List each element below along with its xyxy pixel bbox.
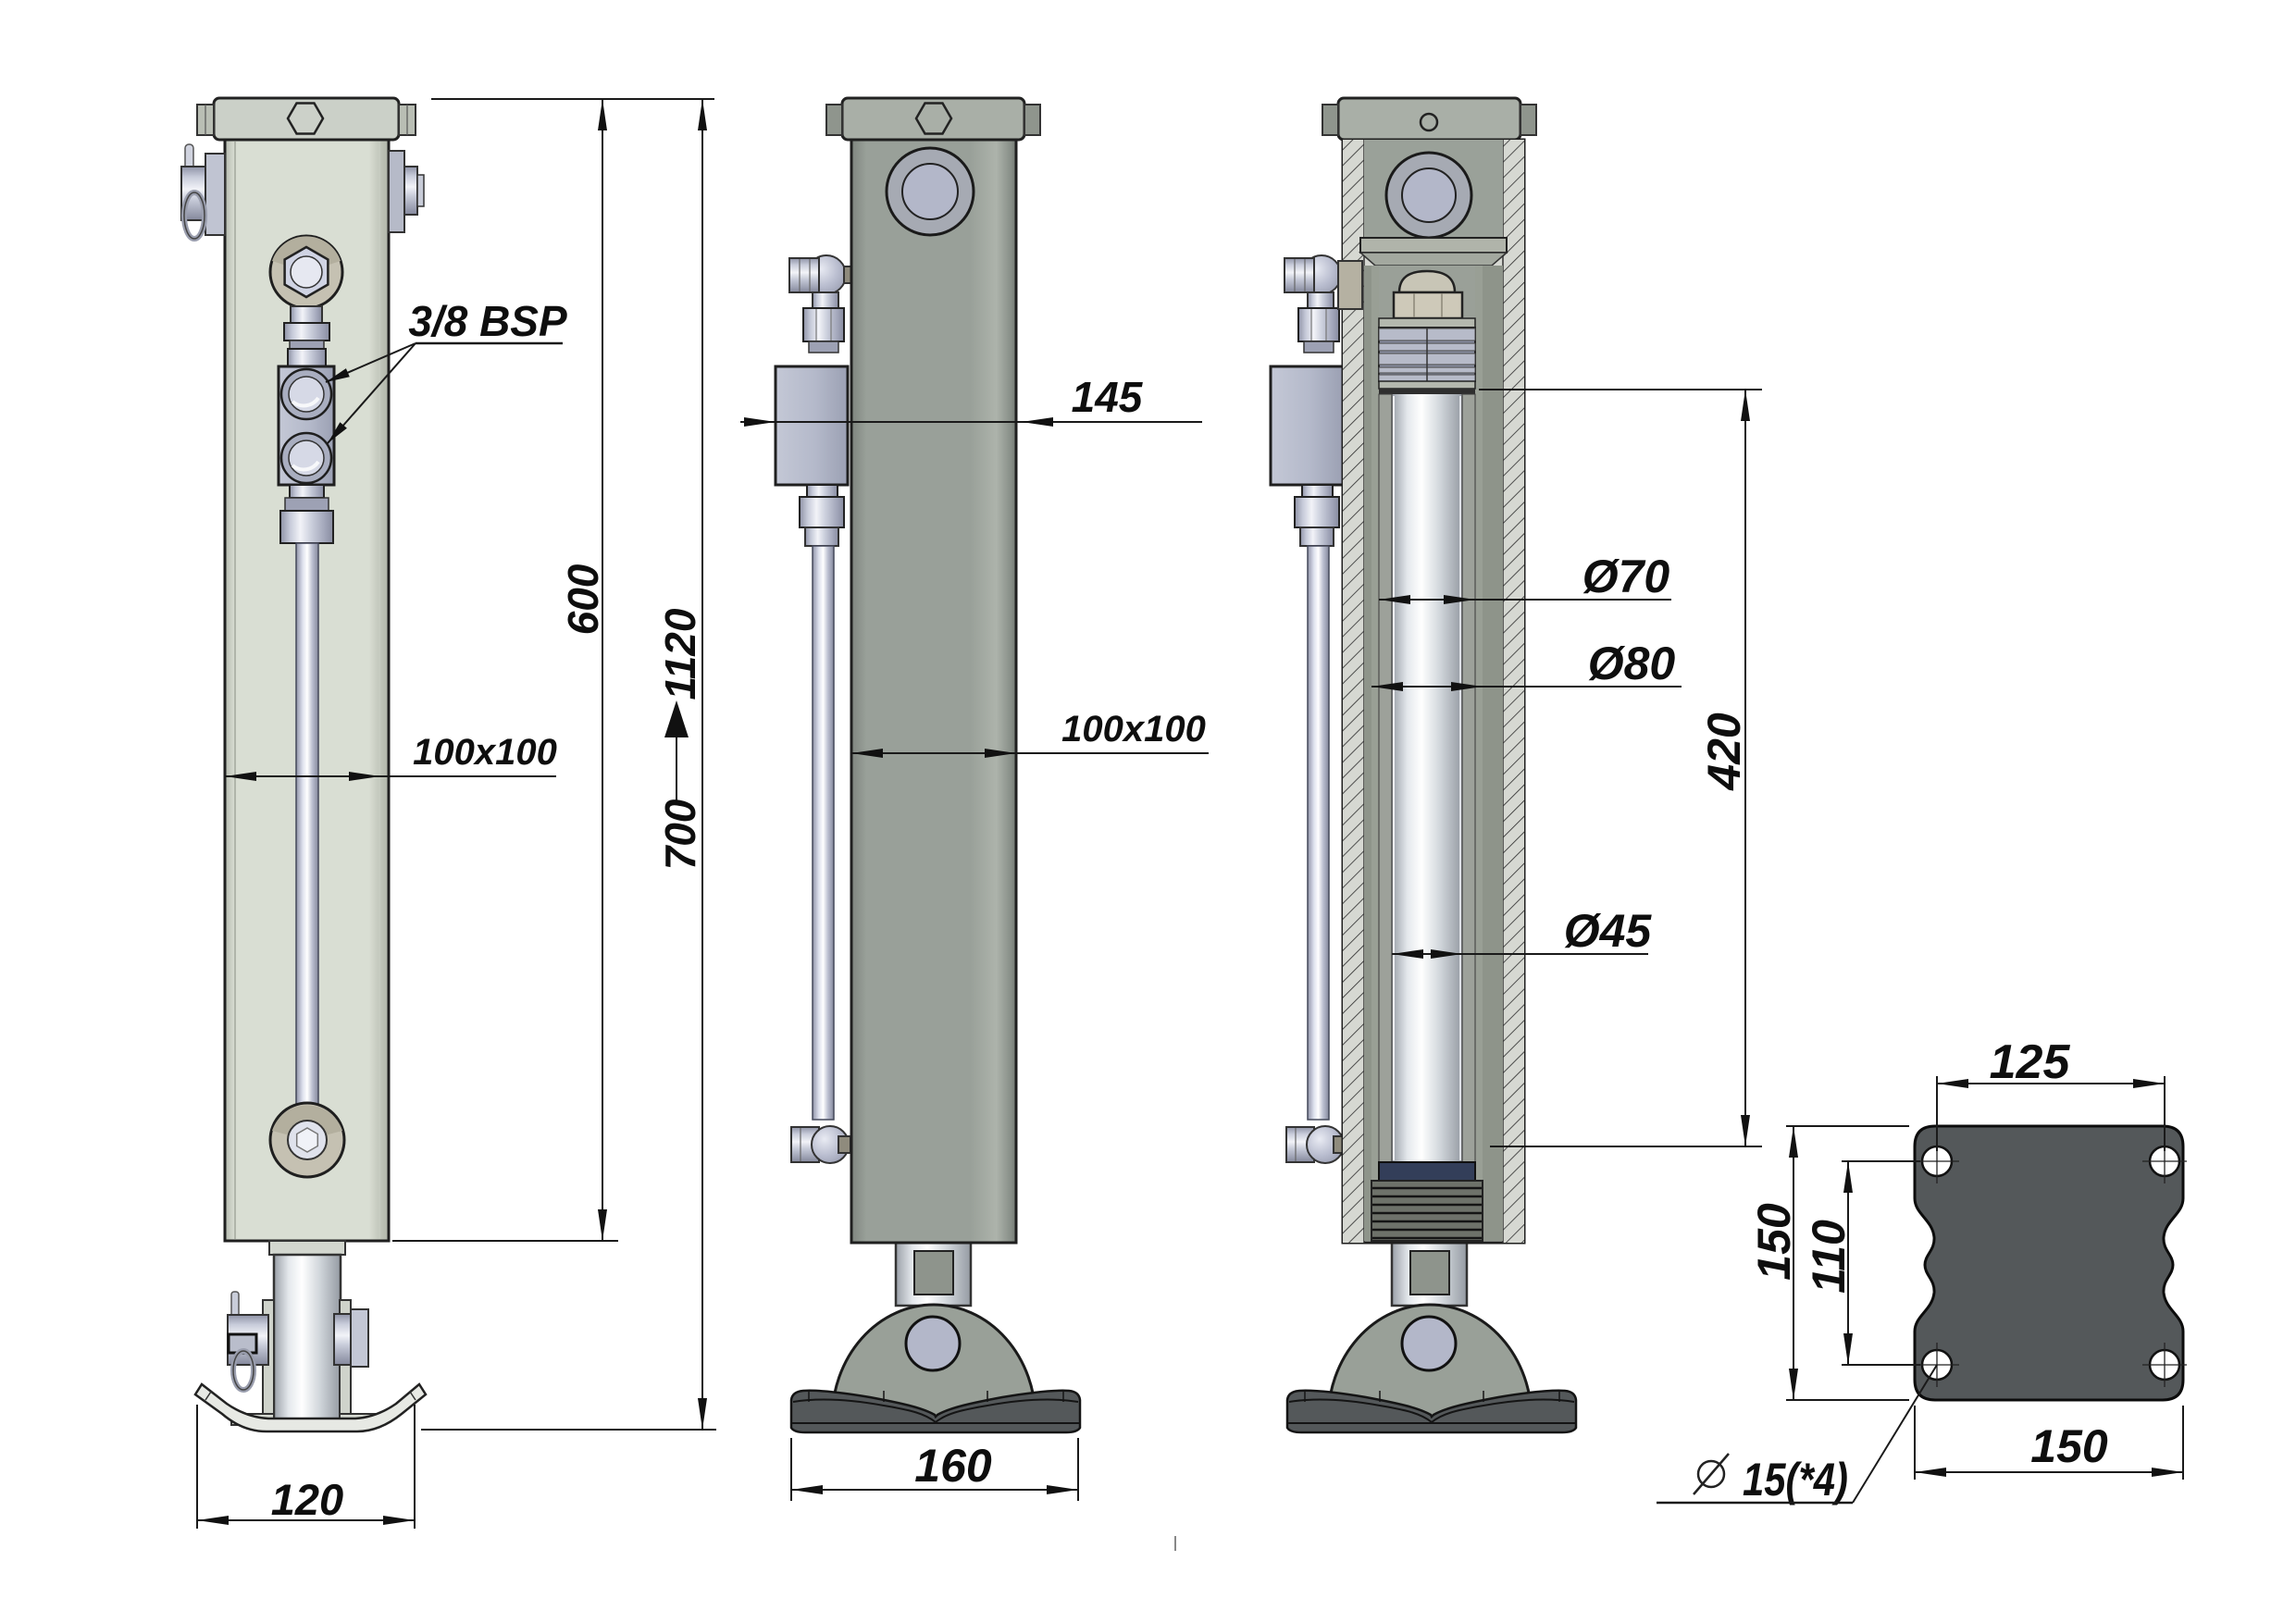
svg-text:110: 110 — [1803, 1220, 1855, 1294]
svg-text:15(*4): 15(*4) — [1743, 1454, 1848, 1505]
svg-text:420: 420 — [1698, 712, 1750, 791]
svg-text:600: 600 — [559, 564, 607, 635]
svg-text:Ø70: Ø70 — [1582, 551, 1670, 602]
svg-text:120: 120 — [271, 1475, 343, 1524]
svg-text:100x100: 100x100 — [1061, 709, 1206, 750]
svg-text:700: 700 — [656, 799, 704, 870]
svg-text:Ø80: Ø80 — [1588, 638, 1676, 689]
svg-text:150: 150 — [1748, 1203, 1800, 1281]
svg-text:3/8 BSP: 3/8 BSP — [408, 297, 567, 345]
svg-text:1120: 1120 — [656, 608, 704, 700]
svg-text:150: 150 — [2030, 1420, 2108, 1472]
svg-text:Ø45: Ø45 — [1564, 905, 1653, 957]
svg-text:160: 160 — [914, 1440, 992, 1492]
svg-text:145: 145 — [1072, 373, 1144, 421]
svg-text:100x100: 100x100 — [413, 732, 557, 773]
svg-text:125: 125 — [1990, 1035, 2071, 1089]
